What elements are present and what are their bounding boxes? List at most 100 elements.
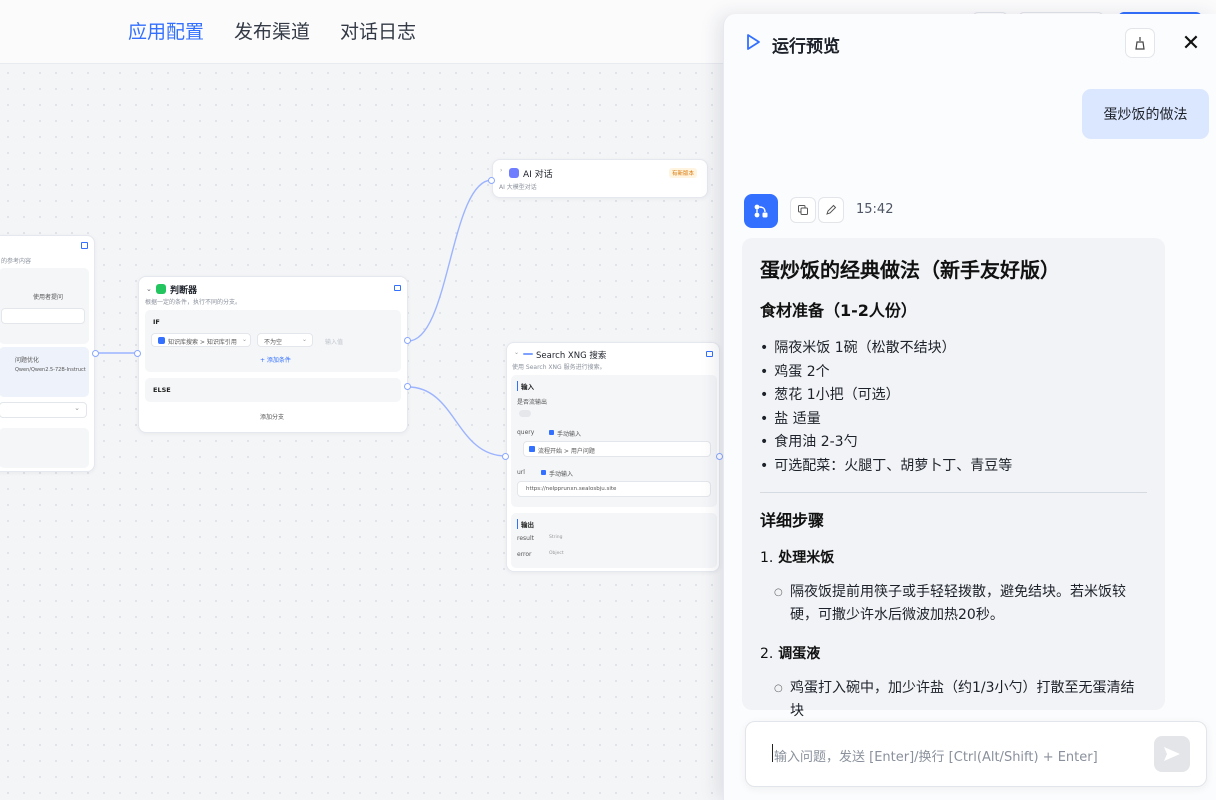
output-result-label: result [517, 535, 534, 542]
if-label: IF [153, 318, 160, 326]
list-item: 鸡蛋 2个 [760, 361, 1147, 385]
node-doc-icon[interactable] [81, 242, 88, 249]
url-label: url [517, 469, 525, 476]
ai-chat-node[interactable]: › AI 对话 AI 大模型对话 有新版本 [492, 159, 708, 198]
tab-publish-channel[interactable]: 发布渠道 [234, 21, 311, 43]
collapse-chevron-icon[interactable]: ⌄ [514, 349, 520, 356]
list-item: 可选配菜：火腿丁、胡萝卜丁、青豆等 [760, 455, 1147, 479]
condition-operator: 不为空 [264, 339, 283, 346]
input-port[interactable] [134, 350, 141, 357]
quote-field[interactable] [1, 308, 85, 324]
stream-toggle-label: 是否流输出 [517, 399, 548, 406]
output-port[interactable] [92, 350, 99, 357]
chat-input-box[interactable]: 输入问题，发送 [Enter]/换行 [Ctrl(Alt/Shift) + En… [745, 721, 1207, 787]
input-section-label: 输入 [517, 381, 534, 391]
query-input-type[interactable]: 手动输入 [557, 431, 582, 438]
tab-app-config[interactable]: 应用配置 [128, 21, 205, 43]
searxng-title: Search XNG 搜索 [536, 351, 607, 361]
searxng-node[interactable]: ⌄ Search XNG 搜索 使用 Search XNG 服务进行搜索。 输入… [506, 342, 720, 572]
close-button[interactable]: ✕ [1176, 28, 1206, 58]
input-port[interactable] [502, 453, 509, 460]
ai-chat-icon [509, 168, 519, 178]
tab-chat-logs[interactable]: 对话日志 [340, 21, 417, 43]
steps-heading: 详细步骤 [760, 511, 825, 530]
url-value: https://nelpprunxn.sealosbju.site [526, 486, 617, 492]
user-message-bubble: 蛋炒饭的做法 [1082, 89, 1209, 139]
output-error-label: error [517, 551, 532, 558]
step-title-text: 调蛋液 [778, 646, 821, 662]
knowledge-node-partial[interactable]: 的参考内容 使用者提问 问题优化 Qwen/Qwen2.5-72B-Instru… [0, 235, 95, 472]
step-title-text: 处理米饭 [778, 550, 835, 566]
judge-node[interactable]: ⌄ 判断器 根据一定的条件，执行不同的分支。 IF 知识库搜索 > 知识库引用 … [138, 276, 408, 433]
stream-toggle[interactable] [519, 410, 531, 417]
text-caret [772, 744, 773, 762]
broom-icon [1135, 37, 1145, 50]
quote-setting-label: 使用者提问 [33, 294, 64, 301]
step-title: 2. 调蛋液 [760, 643, 1147, 663]
model-block[interactable]: 问题优化 Qwen/Qwen2.5-72B-Instruct [0, 347, 89, 397]
chevron-down-icon: ⌄ [74, 404, 80, 412]
judge-desc: 根据一定的条件，执行不同的分支。 [145, 299, 242, 306]
searxng-icon [523, 353, 533, 355]
condition-variable: 知识库搜索 > 知识库引用 [168, 339, 237, 346]
edit-button[interactable] [818, 197, 844, 223]
collapse-chevron-icon[interactable]: › [500, 167, 503, 174]
partial-block-bottom [0, 428, 89, 468]
judge-icon [156, 284, 166, 294]
chevron-down-icon: ⌄ [302, 336, 308, 343]
connection-wires [96, 179, 507, 457]
list-item: 食用油 2-3勺 [760, 431, 1147, 455]
add-condition-button[interactable]: + 添加条件 [260, 357, 291, 364]
else-branch: ELSE [145, 378, 401, 402]
else-label: ELSE [153, 386, 171, 394]
url-input-type[interactable]: 手动输入 [549, 471, 574, 478]
query-label: query [517, 429, 535, 436]
output-port[interactable] [716, 453, 723, 460]
add-branch-button[interactable]: 添加分支 [260, 414, 285, 421]
condition-value-input[interactable]: 输入值 [325, 339, 344, 346]
if-output-port[interactable] [404, 337, 411, 344]
condition-operator-select[interactable]: 不为空 ⌄ [257, 333, 313, 347]
workflow-avatar-icon [754, 204, 768, 218]
ai-chat-desc: AI 大模型对话 [499, 184, 537, 191]
node-desc: 的参考内容 [1, 258, 32, 265]
copy-button[interactable] [790, 197, 816, 223]
input-type-icon [549, 430, 554, 435]
input-port[interactable] [488, 177, 495, 184]
step-number: 1. [760, 550, 774, 566]
input-type-icon [541, 470, 546, 475]
panel-title: 运行预览 [772, 37, 840, 57]
else-output-port[interactable] [404, 383, 411, 390]
output-section-label: 输出 [517, 519, 534, 529]
clear-chat-button[interactable] [1125, 28, 1155, 58]
copy-icon [798, 205, 808, 215]
node-doc-icon[interactable] [394, 285, 401, 291]
list-item: 隔夜米饭 1碗（松散不结块） [760, 337, 1147, 361]
chat-input-placeholder[interactable]: 输入问题，发送 [Enter]/换行 [Ctrl(Alt/Shift) + En… [774, 750, 1098, 765]
ai-chat-title: AI 对话 [523, 170, 553, 180]
collapse-chevron-icon[interactable]: ⌄ [146, 285, 152, 293]
step-title: 1. 处理米饭 [760, 547, 1147, 567]
ingredients-heading: 食材准备（1-2人份） [760, 301, 917, 320]
url-value-field[interactable]: https://nelpprunxn.sealosbju.site [517, 481, 711, 497]
condition-variable-select[interactable]: 知识库搜索 > 知识库引用 ⌄ [151, 333, 251, 347]
run-preview-panel: 运行预览 ✕ 蛋炒饭的做法 15:42 蛋炒饭的经典做法（新手友好版） 食材准备… [723, 14, 1216, 800]
send-icon [1164, 747, 1180, 761]
new-version-badge[interactable]: 有新版本 [669, 168, 698, 178]
partial-select[interactable]: ⌄ [0, 402, 87, 418]
ai-avatar [744, 194, 778, 228]
query-value-field[interactable]: 流程开始 > 用户问题 [523, 441, 711, 457]
output-result-type: String [549, 535, 563, 540]
ingredients-list: 隔夜米饭 1碗（松散不结块） 鸡蛋 2个 葱花 1小把（可选） 盐 适量 食用油… [760, 337, 1147, 478]
searxng-desc: 使用 Search XNG 服务进行搜索。 [512, 364, 606, 371]
variable-icon [529, 446, 535, 452]
if-branch: IF 知识库搜索 > 知识库引用 ⌄ 不为空 ⌄ 输入值 + 添加条件 [145, 310, 401, 372]
chevron-down-icon: ⌄ [242, 336, 248, 343]
answer-title: 蛋炒饭的经典做法（新手友好版） [760, 258, 1060, 282]
list-item: 盐 适量 [760, 408, 1147, 432]
close-icon: ✕ [1181, 30, 1201, 56]
user-message-text: 蛋炒饭的做法 [1103, 107, 1188, 123]
node-doc-icon[interactable] [706, 351, 713, 357]
send-button[interactable] [1154, 736, 1190, 772]
judge-title: 判断器 [170, 286, 198, 296]
